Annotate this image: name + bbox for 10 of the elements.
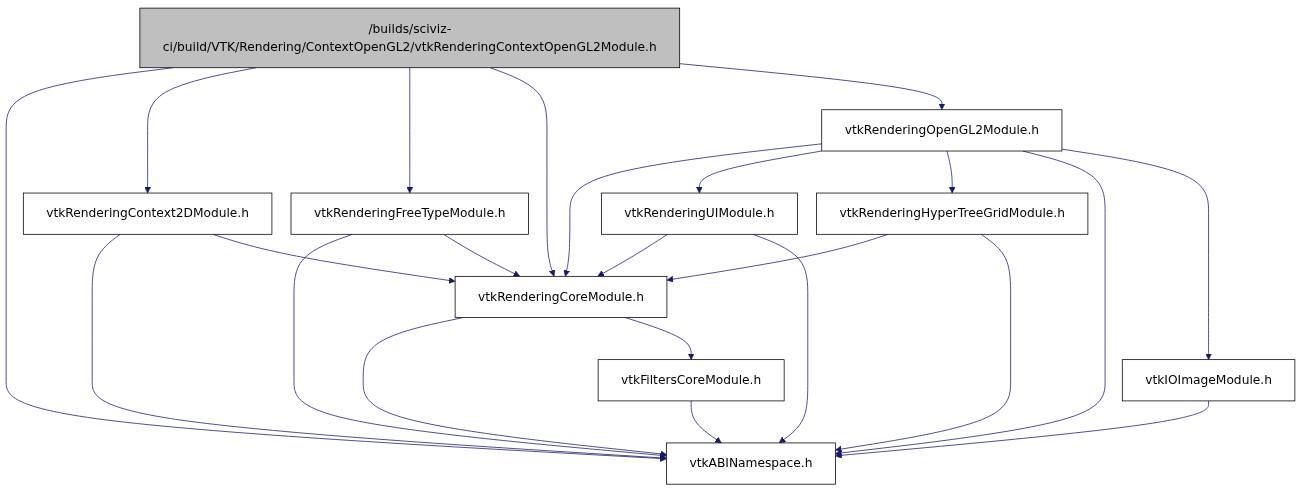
node-box: vtkFiltersCoreModule.h [597,359,785,402]
node-box: vtkRenderingCoreModule.h [454,276,668,319]
node-box: vtkRenderingUIModule.h [601,193,798,236]
node-box: vtkIOImageModule.h [1121,359,1296,402]
node-box: vtkRenderingFreeTypeModule.h [290,193,529,236]
node-box: vtkRenderingContext2DModule.h [22,193,273,236]
node-box: vtkRenderingHyperTreeGridModule.h [816,193,1089,236]
node-box: vtkABINamespace.h [666,442,836,485]
node-box: vtkRenderingOpenGL2Module.h [821,109,1063,152]
node-box: /builds/sciviz-ci/build/VTK/Rendering/ContextOpenGL2/vtkRenderingContextOpenGL2Module.h [139,8,681,69]
